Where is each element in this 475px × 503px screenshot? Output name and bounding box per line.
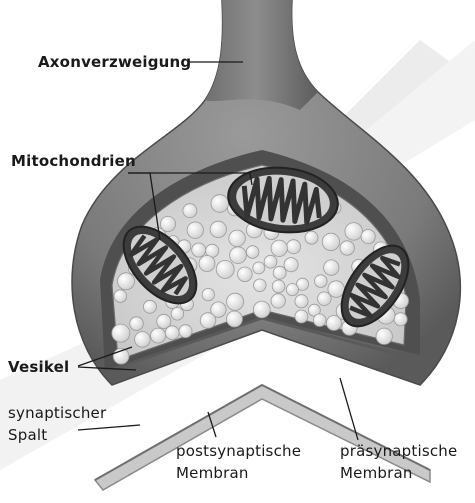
- label-mitochondrien: Mitochondrien: [11, 150, 136, 172]
- vesicle: [253, 262, 265, 274]
- label-postsynaptische-membran: postsynaptische Membran: [176, 440, 301, 484]
- vesicle: [284, 258, 298, 272]
- label-presynaptic-line-2: Membran: [340, 462, 457, 484]
- vesicle: [179, 325, 192, 338]
- vesicle: [286, 284, 298, 296]
- vesicle: [322, 233, 339, 250]
- vesicle: [230, 247, 247, 264]
- vesicle: [324, 260, 339, 275]
- vesicle: [253, 279, 266, 292]
- vesicle: [211, 195, 229, 213]
- vesicle: [171, 308, 184, 321]
- vesicle: [135, 332, 151, 348]
- vesicle: [183, 204, 197, 218]
- vesicle: [229, 230, 246, 247]
- label-cleft-line-1: synaptischer: [8, 402, 106, 424]
- vesicle: [345, 223, 363, 241]
- vesicle: [340, 241, 354, 255]
- vesicle: [114, 290, 127, 303]
- vesicle: [295, 295, 308, 308]
- vesicle: [295, 310, 308, 323]
- vesicle: [165, 326, 179, 340]
- vesicle: [200, 313, 216, 329]
- label-postsynaptic-line-2: Membran: [176, 462, 301, 484]
- vesicle: [315, 275, 328, 288]
- vesicle: [287, 240, 301, 254]
- vesicle: [305, 231, 318, 244]
- vesicle: [151, 328, 166, 343]
- label-synaptischer-spalt: synaptischer Spalt: [8, 402, 106, 446]
- vesicle: [271, 240, 287, 256]
- label-presynaptic-line-1: präsynaptische: [340, 440, 457, 462]
- label-vesikel: Vesikel: [8, 356, 69, 378]
- vesicle: [376, 328, 392, 344]
- label-cleft-line-2: Spalt: [8, 424, 106, 446]
- label-axonverzweigung: Axonverzweigung: [38, 51, 191, 73]
- vesicle: [199, 256, 215, 272]
- vesicle: [264, 255, 277, 268]
- vesicle: [238, 267, 253, 282]
- vesicle: [361, 230, 375, 244]
- vesicle: [273, 266, 286, 279]
- vesicle: [118, 273, 135, 290]
- vesicle: [246, 246, 259, 259]
- vesicle: [187, 222, 203, 238]
- vesicle: [253, 301, 270, 318]
- vesicle: [192, 243, 206, 257]
- vesicle: [160, 216, 175, 231]
- vesicle: [130, 317, 144, 331]
- vesicle: [112, 324, 130, 342]
- vesicle: [143, 300, 156, 313]
- vesicle: [227, 293, 244, 310]
- vesicle: [313, 314, 326, 327]
- vesicle: [227, 311, 243, 327]
- label-praesynaptische-membran: präsynaptische Membran: [340, 440, 457, 484]
- vesicle: [216, 260, 234, 278]
- label-postsynaptic-line-1: postsynaptische: [176, 440, 301, 462]
- vesicle: [210, 221, 226, 237]
- vesicle: [272, 280, 285, 293]
- vesicle: [202, 288, 214, 300]
- vesicle: [271, 294, 285, 308]
- vesicle: [394, 313, 407, 326]
- vesicle: [328, 281, 345, 298]
